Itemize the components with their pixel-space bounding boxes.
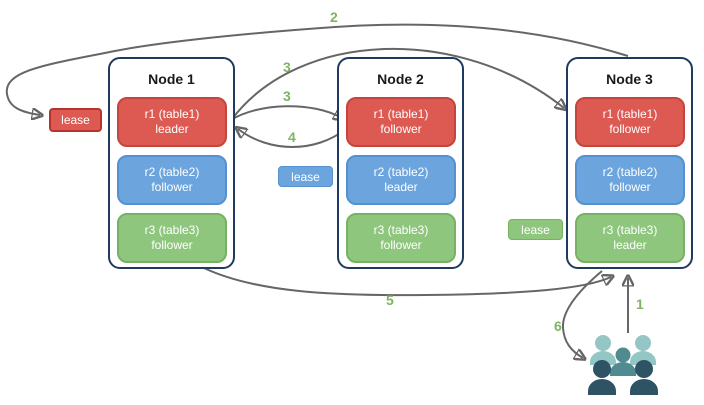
arrow-step-3-node1-to-node2 <box>230 105 342 120</box>
replica-label: r3 (table3) <box>373 223 429 237</box>
replica-role: follower <box>380 238 422 252</box>
node-2-replica-r1: r1 (table1) follower <box>346 97 456 147</box>
node-2: Node 2 r1 (table1) follower r2 (table2) … <box>337 57 464 269</box>
node-2-title: Node 2 <box>377 71 424 87</box>
arrow-step-3-node1-to-node3 <box>231 47 564 120</box>
replica-label: r2 (table2) <box>602 165 658 179</box>
arrow-step-2-node3-to-lease1 <box>5 23 629 115</box>
users-icon <box>588 335 658 395</box>
replica-label: r1 (table1) <box>373 107 429 121</box>
replica-role: follower <box>151 180 193 194</box>
node-3-title: Node 3 <box>606 71 653 87</box>
node-1-replica-r2: r2 (table2) follower <box>117 155 227 205</box>
replica-role: leader <box>384 180 418 194</box>
step-label-3a: 3 <box>283 59 291 75</box>
replica-label: r3 (table3) <box>602 223 658 237</box>
step-label-1: 1 <box>636 296 644 312</box>
node-1-replica-r3: r3 (table3) follower <box>117 213 227 263</box>
node-1-title: Node 1 <box>148 71 195 87</box>
arrow-step-5-node1-to-node3 <box>203 267 611 297</box>
node-3: Node 3 r1 (table1) follower r2 (table2) … <box>566 57 693 269</box>
step-label-2: 2 <box>330 9 338 25</box>
replica-label: r1 (table1) <box>144 107 200 121</box>
node-2-replica-r3: r3 (table3) follower <box>346 213 456 263</box>
step-label-5: 5 <box>386 292 394 308</box>
node-3-replica-r2: r2 (table2) follower <box>575 155 685 205</box>
step-label-6: 6 <box>554 318 562 334</box>
replica-label: r2 (table2) <box>144 165 200 179</box>
lease-badge-r1: lease <box>49 108 102 132</box>
step-label-4: 4 <box>288 129 296 145</box>
replica-role: follower <box>609 180 651 194</box>
replica-role: follower <box>151 238 193 252</box>
replica-role: follower <box>380 122 422 136</box>
replica-role: leader <box>613 238 647 252</box>
node-3-replica-r3: r3 (table3) leader <box>575 213 685 263</box>
step-label-3b: 3 <box>283 88 291 104</box>
replica-role: leader <box>155 122 189 136</box>
node-3-replica-r1: r1 (table1) follower <box>575 97 685 147</box>
node-1: Node 1 r1 (table1) leader r2 (table2) fo… <box>108 57 235 269</box>
lease-badge-r2: lease <box>278 166 333 187</box>
arrow-step-6-node3-to-users <box>561 270 603 358</box>
lease-badge-r3: lease <box>508 219 563 240</box>
node-1-replica-r1: r1 (table1) leader <box>117 97 227 147</box>
node-2-replica-r2: r2 (table2) leader <box>346 155 456 205</box>
replica-label: r3 (table3) <box>144 223 200 237</box>
replica-label: r2 (table2) <box>373 165 429 179</box>
arrow-step-4-node2-to-node1 <box>238 129 347 148</box>
replica-role: follower <box>609 122 651 136</box>
replica-label: r1 (table1) <box>602 107 658 121</box>
